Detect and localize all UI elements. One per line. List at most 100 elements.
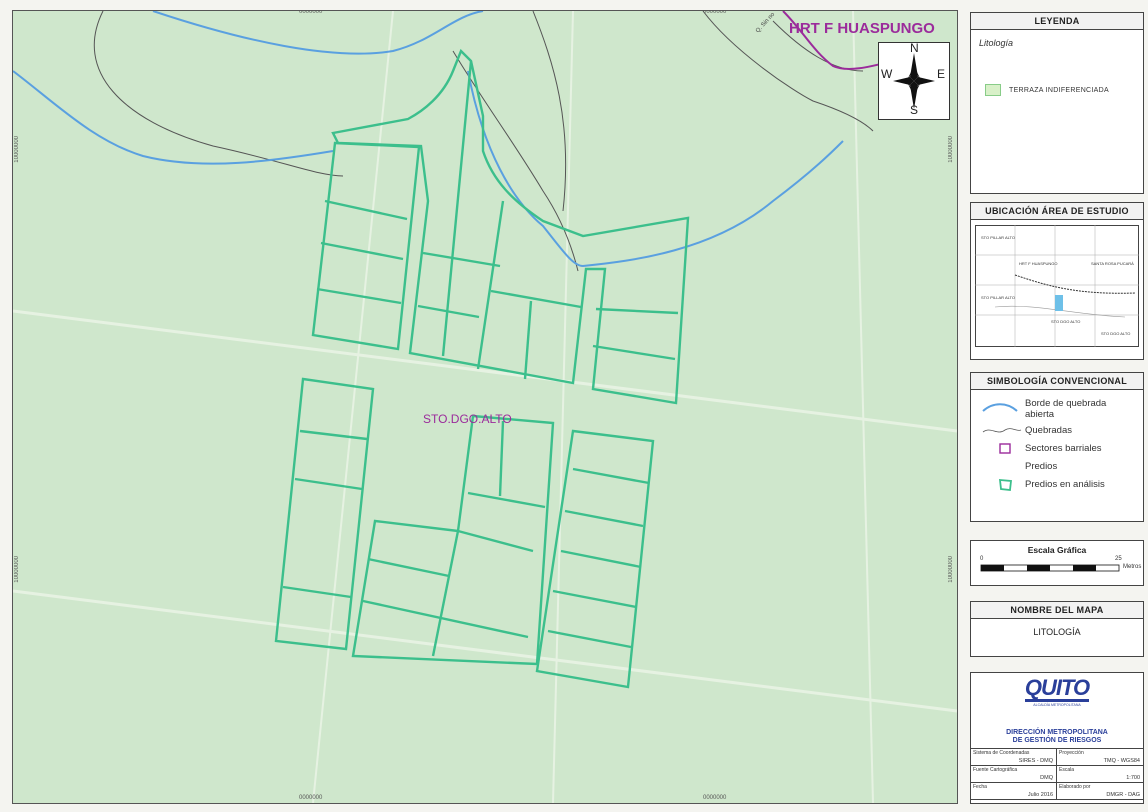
compass-rose-icon	[893, 53, 935, 109]
info-value: 1:700	[1126, 775, 1140, 781]
info-value: TMQ - WGS84	[1103, 758, 1140, 764]
west-label: W	[881, 67, 893, 81]
road-line	[852, 11, 874, 803]
legend-item-label: TERRAZA INDIFERENCIADA	[1009, 86, 1109, 94]
road-line	[552, 11, 574, 803]
north-arrow: N S E W	[878, 41, 950, 120]
minimap-label: STO PILLAR ALTO	[981, 235, 1015, 240]
location-minimap: STO PILLAR ALTO HRT F HUASPUNGO SANTA RO…	[975, 225, 1139, 347]
quebrada-line	[702, 11, 874, 132]
quebrada-line-icon	[982, 428, 1022, 433]
symbology-item: Quebradas	[977, 422, 1143, 440]
scale-start: 0	[980, 556, 984, 562]
symbology-label: Predios	[1025, 461, 1058, 472]
sector-polygon-icon	[999, 443, 1011, 454]
info-value: DMGR - DAG	[1106, 792, 1140, 798]
scale-bar	[980, 564, 1120, 572]
predio-polygon-icon	[977, 458, 1025, 476]
scale-end: 25	[1115, 556, 1122, 562]
minimap-label: STO PILLAR ALTO	[981, 295, 1015, 300]
river-line	[13, 70, 334, 165]
symbology-item: Predios en análisis	[977, 476, 1143, 494]
river-line-icon	[982, 403, 1018, 412]
symbology-label: Borde de quebrada abierta	[1025, 398, 1107, 420]
minimap-label: STO DGO ALTO	[1101, 331, 1130, 336]
east-label: E	[937, 67, 946, 81]
logo-subtitle: ALCALDÍA METROPOLITANA	[1033, 703, 1081, 707]
symbology-item: Sectores barriales	[977, 440, 1143, 458]
legend-title: LEYENDA	[971, 13, 1143, 30]
minimap-label: SANTA ROSA PUCARÁ	[1091, 261, 1134, 266]
map-label-hrt: HRT F HUASPUNGO	[789, 20, 935, 37]
river-line	[152, 11, 484, 55]
coord-label: 10000000	[14, 556, 20, 583]
coord-label: 0000000	[703, 10, 727, 15]
symbology-label: Quebradas	[1025, 425, 1073, 436]
info-key: Escala	[1059, 767, 1075, 773]
info-key: Proyección	[1059, 750, 1084, 756]
minimap-label: HRT F HUASPUNGO	[1019, 261, 1058, 266]
logo-area: QUITO ALCALDÍA METROPOLITANA	[971, 673, 1143, 729]
info-value: DMQ	[1040, 775, 1053, 781]
info-key: Sistema de Coordenadas	[973, 750, 1030, 756]
info-key: Elaborado por	[1059, 784, 1091, 790]
north-label: N	[910, 41, 919, 55]
map-canvas[interactable]: HRT F HUASPUNGO STO.DGO.ALTO Q. Sin no 0…	[12, 10, 958, 804]
scale-bar-wrap: 0 25 Metros	[971, 555, 1143, 585]
coord-label: 10000000	[948, 136, 954, 163]
location-title: UBICACIÓN ÁREA DE ESTUDIO	[971, 203, 1143, 220]
quebrada-line	[93, 11, 344, 177]
map-drawing: HRT F HUASPUNGO STO.DGO.ALTO Q. Sin no	[13, 11, 957, 803]
minimap-label: STO DGO ALTO	[1051, 319, 1080, 324]
scale-unit: Metros	[1123, 564, 1142, 570]
legend-item: TERRAZA INDIFERENCIADA	[985, 84, 1143, 96]
info-cell: Escala 1:700	[1057, 766, 1143, 783]
road-line	[13, 309, 957, 433]
map-label-sto: STO.DGO.ALTO	[423, 412, 512, 426]
location-panel: UBICACIÓN ÁREA DE ESTUDIO STO PILLAR ALT…	[970, 202, 1144, 360]
symbology-item: Predios	[977, 458, 1143, 476]
map-label-quebrada: Q. Sin no	[755, 11, 777, 34]
info-key: Fuente Cartográfica	[973, 767, 1018, 773]
river-line	[467, 70, 844, 268]
road-line	[312, 11, 394, 803]
parcel-group	[274, 48, 690, 689]
south-label: S	[910, 103, 919, 117]
info-value: SIRES - DMQ	[1018, 758, 1053, 764]
legend-subtitle: Litología	[979, 38, 1014, 48]
sector-boundary	[782, 11, 894, 70]
institution-panel: QUITO ALCALDÍA METROPOLITANA DIRECCIÓN M…	[970, 672, 1144, 804]
institution-line1: DIRECCIÓN METROPOLITANA	[1006, 729, 1108, 736]
coord-label: 0000000	[299, 10, 323, 15]
quebrada-line	[452, 50, 579, 272]
mapname-title: NOMBRE DEL MAPA	[971, 602, 1143, 619]
symbology-label: Sectores barriales	[1025, 443, 1102, 454]
legend-panel: LEYENDA Litología TERRAZA INDIFERENCIADA	[970, 12, 1144, 194]
scale-title: Escala Gráfica	[1027, 545, 1087, 555]
predio-analisis-polygon-icon	[998, 479, 1012, 491]
symbology-item: Borde de quebrada abierta	[977, 398, 1143, 420]
legend-swatch	[985, 84, 1001, 96]
coord-label: 0000000	[703, 795, 727, 801]
symbology-label: Predios en análisis	[1025, 479, 1105, 490]
scale-panel: Escala Gráfica 0 25 Metros	[970, 540, 1144, 586]
mapname-value: LITOLOGÍA	[1033, 627, 1081, 637]
coord-label: 10000000	[948, 556, 954, 583]
mapname-panel: NOMBRE DEL MAPA LITOLOGÍA	[970, 601, 1144, 657]
coord-label: 0000000	[299, 795, 323, 801]
quebrada-line	[772, 20, 864, 72]
info-key: Fecha	[973, 784, 987, 790]
info-value: Julio 2016	[1027, 792, 1053, 798]
symbology-panel: SIMBOLOGÍA CONVENCIONAL Borde de quebrad…	[970, 372, 1144, 522]
symbology-title: SIMBOLOGÍA CONVENCIONAL	[971, 373, 1143, 390]
quebrada-line	[532, 11, 567, 212]
institution-line2: DE GESTIÓN DE RIESGOS	[1012, 737, 1102, 744]
coord-label: 10000000	[14, 136, 20, 163]
road-line	[13, 589, 957, 713]
